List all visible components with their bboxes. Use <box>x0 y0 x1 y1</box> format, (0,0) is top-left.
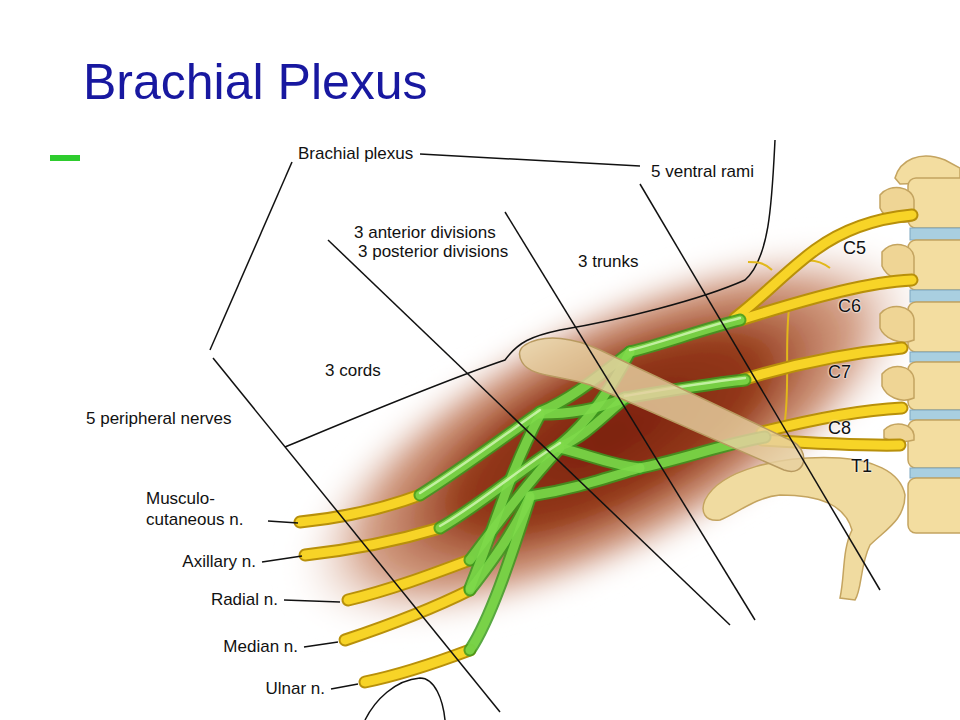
region-label: 3 cords <box>325 360 381 381</box>
nerve-outline <box>300 215 912 682</box>
transverse-process <box>880 307 914 343</box>
vertebra <box>908 420 960 468</box>
vertebra <box>908 178 960 228</box>
region-label: 3 trunks <box>578 251 638 272</box>
disc <box>910 290 960 302</box>
leader-line <box>268 521 298 523</box>
region-label: 5 peripheral nerves <box>86 408 232 429</box>
nerve-label: Axillary n. <box>182 551 256 572</box>
clavicle <box>520 338 804 471</box>
division <box>560 448 640 468</box>
disc <box>910 352 960 362</box>
region-label: 3 posterior divisions <box>358 241 508 262</box>
boundary-line <box>420 154 640 166</box>
nerve-branches <box>748 260 830 420</box>
vertebra <box>908 302 960 352</box>
vertebra <box>908 362 960 410</box>
nerve-branch <box>748 262 772 270</box>
cord <box>470 498 530 650</box>
boundary-line <box>640 184 880 590</box>
division <box>560 398 625 446</box>
boundary-lines <box>210 154 880 712</box>
leader-line <box>262 556 302 562</box>
division <box>530 468 640 496</box>
boundary-line <box>210 162 292 350</box>
nerve-label: Ulnar n. <box>265 678 325 699</box>
disc <box>910 468 960 478</box>
title-dash <box>50 155 80 161</box>
disc <box>910 228 960 240</box>
diagram-title: Brachial Plexus <box>83 55 428 110</box>
nerve-branch <box>785 300 790 420</box>
spinal-level-label: T1 <box>851 455 872 478</box>
nerve-label: Radial n. <box>211 589 278 610</box>
first-rib <box>703 458 905 600</box>
terminal-nerve <box>305 528 440 555</box>
nerve-label: Median n. <box>223 636 298 657</box>
leader-line <box>284 600 340 602</box>
nerve-root <box>735 215 912 318</box>
boundary-line <box>328 240 730 625</box>
boundary-line <box>505 212 755 620</box>
region-label: 3 anterior divisions <box>354 222 496 243</box>
nerve-label: Musculo- cutaneous n. <box>146 488 258 531</box>
leader-line <box>304 642 338 647</box>
spinal-level-label: C8 <box>828 417 851 440</box>
nerve-root <box>740 280 912 320</box>
region-label: 5 ventral rami <box>651 161 754 182</box>
terminal-nerve <box>300 495 420 522</box>
nerve-fill <box>300 215 912 682</box>
spinal-level-label: C5 <box>843 237 866 260</box>
spinal-level-label: C7 <box>828 361 851 384</box>
region-label: Brachial plexus <box>298 143 413 164</box>
leader-line <box>331 684 358 689</box>
boundary-line <box>213 358 500 712</box>
nerve-root <box>742 348 902 380</box>
spinal-level-label: C6 <box>838 295 861 318</box>
tissue-band <box>228 151 960 718</box>
disc <box>910 410 960 420</box>
vertebra <box>908 478 960 533</box>
rib-bone <box>703 458 905 600</box>
transverse-process <box>882 367 914 401</box>
